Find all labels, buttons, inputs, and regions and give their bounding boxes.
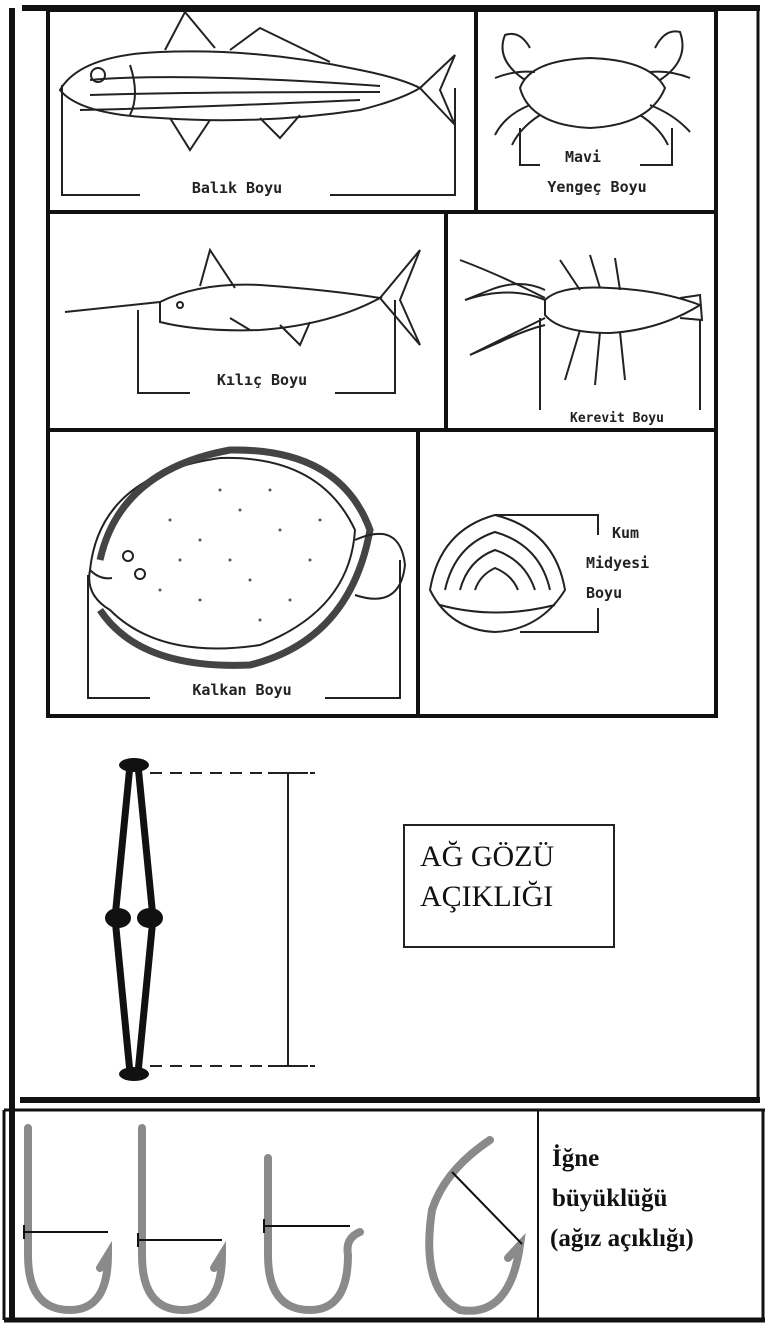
hook-label-line3: (ağız açıklığı): [550, 1225, 694, 1252]
crab-label-line2: Yengeç Boyu: [547, 178, 646, 196]
outer-frame: [4, 8, 765, 1320]
turbot-dots: [159, 489, 322, 622]
turbot-drawing: [89, 450, 405, 665]
clam-drawing: [430, 515, 565, 632]
swordfish-length-label: Kılıç Boyu: [217, 371, 307, 389]
hook-2: [142, 1128, 222, 1310]
hook-1: [28, 1128, 108, 1310]
turbot-length-label: Kalkan Boyu: [192, 681, 291, 699]
fish-drawing: [60, 12, 455, 150]
fish-panel: Balık Boyu: [60, 12, 455, 197]
hook-3: [268, 1158, 360, 1310]
hook-diagrams: [28, 1128, 520, 1311]
fish-length-label: Balık Boyu: [192, 179, 282, 197]
hook-label-line1: İğne: [552, 1144, 599, 1172]
crayfish-length-label: Kerevit Boyu: [570, 411, 664, 426]
clam-height-bracket: [495, 515, 598, 632]
swordfish-drawing: [65, 250, 420, 345]
hook-label-line2: büyüklüğü: [552, 1185, 667, 1212]
crayfish-drawing: [460, 255, 702, 385]
hook-4: [429, 1140, 520, 1311]
clam-panel: Kum Midyesi Boyu: [430, 515, 649, 632]
animal-grid: [48, 10, 716, 716]
swordfish-panel: Kılıç Boyu: [65, 250, 420, 393]
clam-label-line3: Boyu: [586, 584, 622, 602]
clam-label-line2: Midyesi: [586, 554, 649, 572]
crayfish-panel: Kerevit Boyu: [460, 255, 702, 426]
mesh-label-line2: AÇIKLIĞI: [420, 880, 553, 913]
crab-panel: Mavi Yengeç Boyu: [495, 31, 690, 196]
mesh-knots: [105, 758, 163, 1081]
turbot-panel: Kalkan Boyu: [88, 450, 405, 699]
crab-drawing: [495, 31, 690, 145]
clam-label-line1: Kum: [612, 524, 639, 542]
crab-label-line1: Mavi: [565, 148, 601, 166]
mesh-label-line1: AĞ GÖZÜ: [420, 840, 554, 873]
mesh-dimension-line: [150, 773, 315, 1066]
mesh-diagram: AĞ GÖZÜ AÇIKLIĞI: [105, 758, 614, 1081]
